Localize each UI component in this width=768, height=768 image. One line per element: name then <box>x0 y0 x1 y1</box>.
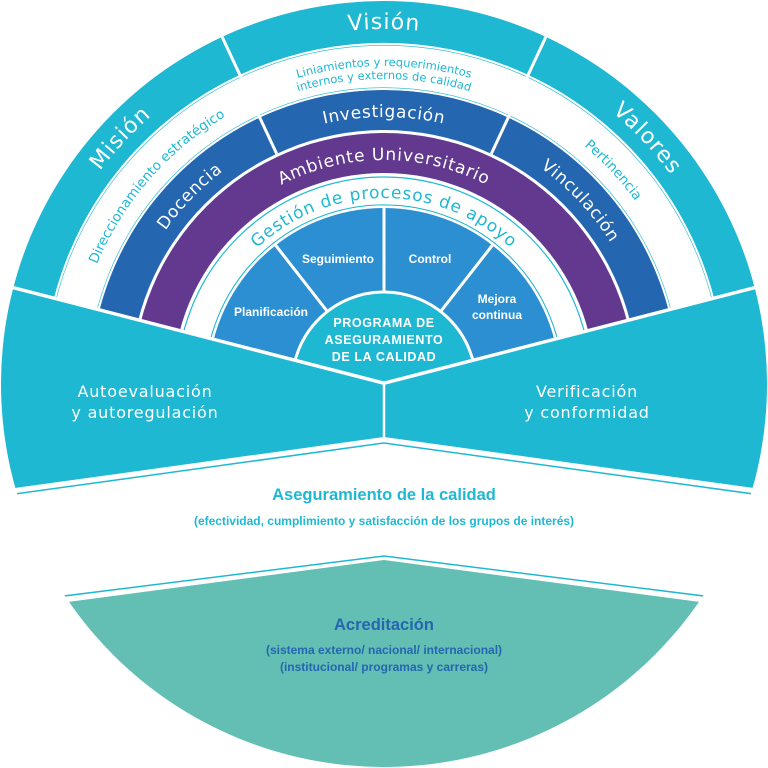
acreditacion-labels: Acreditación (sistema externo/ nacional/… <box>266 616 502 674</box>
segment-planificacion: Planificación <box>234 305 308 319</box>
aseguramiento-title: Aseguramiento de la calidad <box>272 486 496 504</box>
fifth-ring <box>176 176 592 383</box>
sep-fourth <box>174 174 594 383</box>
aseguramiento-band <box>1 442 767 605</box>
center-line-3: DE LA CALIDAD <box>332 350 437 364</box>
ring-divider-left <box>220 35 279 155</box>
segment-divider-0 <box>274 244 329 313</box>
verificacion-line-2: y conformidad <box>524 403 650 422</box>
ring-divider-right <box>489 35 548 155</box>
segment-mejora-2: continua <box>472 308 522 322</box>
aseguramiento-labels: Aseguramiento de la calidad (efectividad… <box>194 486 574 528</box>
acreditacion-line-1: (sistema externo/ nacional/ internaciona… <box>266 643 502 657</box>
segment-labels: Planificación Seguimiento Control Mejora… <box>234 252 522 322</box>
center-line-1: PROGRAMA DE <box>333 316 434 330</box>
process-segments-ring <box>208 208 560 383</box>
acreditacion-line-2: (institucional/ programas y carreras) <box>280 660 488 674</box>
sep-outer <box>43 43 725 383</box>
sep-fifth <box>205 205 563 383</box>
verificacion-line-1: Verificación <box>536 382 638 401</box>
ring-dividers <box>43 35 725 383</box>
autoevaluacion-line-2: y autoregulación <box>71 403 218 422</box>
segment-control: Control <box>409 252 452 266</box>
center-labels: PROGRAMA DE ASEGURAMIENTO DE LA CALIDAD <box>325 316 444 364</box>
middle-band-labels: Autoevaluación y autoregulación Verifica… <box>71 382 649 422</box>
segment-divider-2 <box>439 244 494 313</box>
segment-seguimiento: Seguimiento <box>302 252 374 266</box>
autoevaluacion-line-1: Autoevaluación <box>77 382 212 401</box>
segment-mejora-1: Mejora <box>478 292 517 306</box>
sep-second <box>88 88 680 383</box>
acreditacion-title: Acreditación <box>334 616 434 634</box>
upper-v-line <box>1 282 767 385</box>
label-vision: Visión <box>347 10 422 37</box>
sep-third <box>130 130 638 383</box>
aseguramiento-subtitle: (efectividad, cumplimiento y satisfacció… <box>194 514 574 528</box>
center-line-2: ASEGURAMIENTO <box>325 333 444 347</box>
